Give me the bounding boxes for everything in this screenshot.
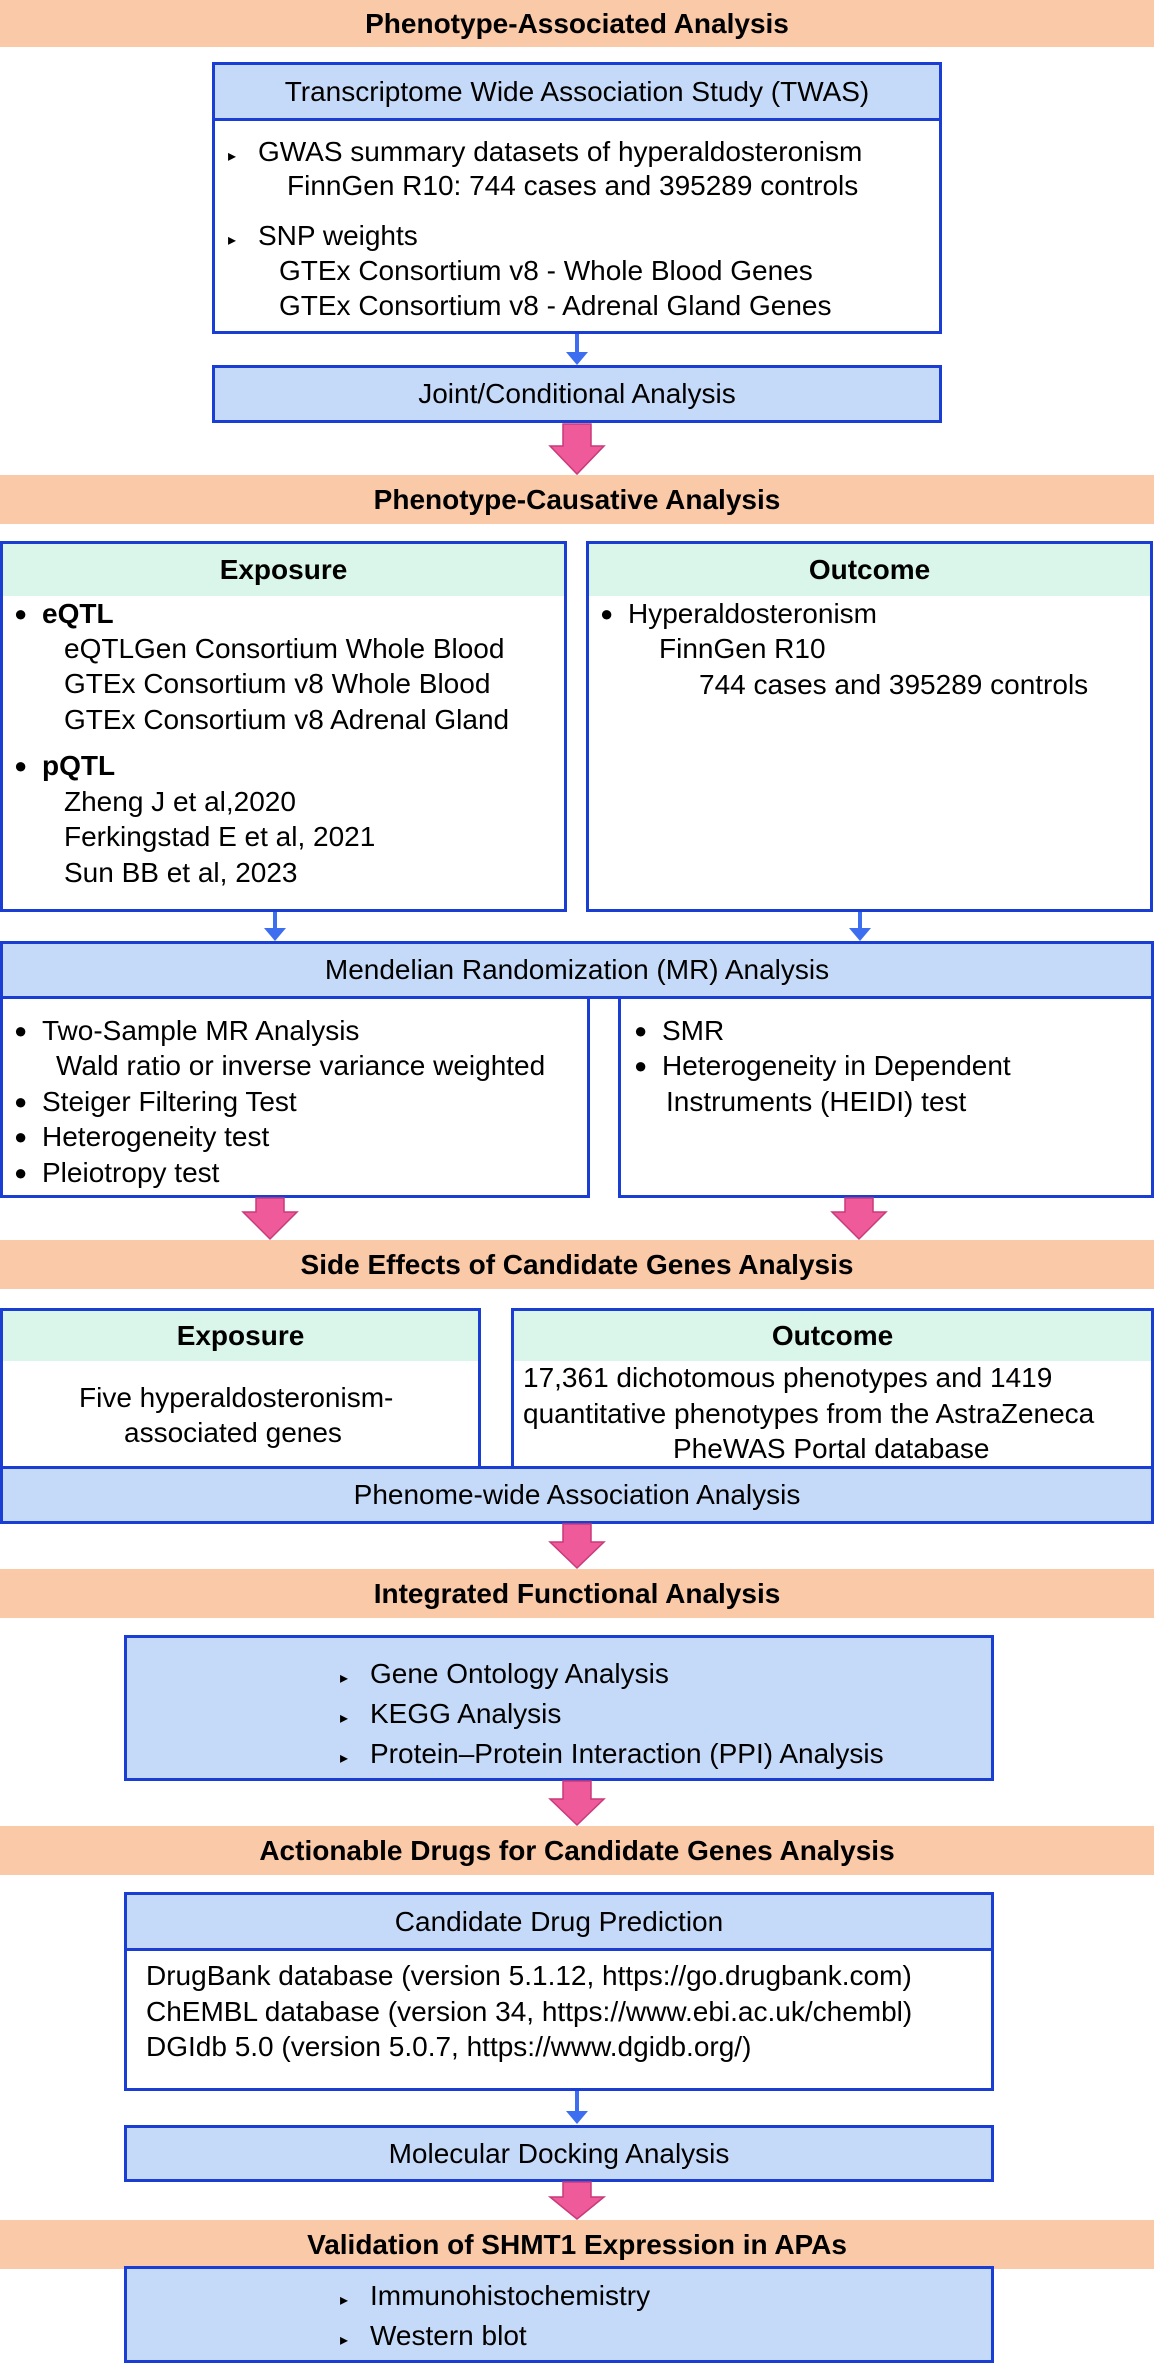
side-outcome-title: Outcome xyxy=(514,1311,1151,1361)
mr-left-bullet-1: ● xyxy=(14,1018,28,1043)
twas-bullet1: GWAS summary datasets of hyperaldosteron… xyxy=(258,136,863,167)
mr-left-item-2: Steiger Filtering Test xyxy=(42,1086,297,1117)
functional-item-1: Gene Ontology Analysis xyxy=(370,1658,669,1689)
validation-box xyxy=(124,2266,994,2363)
block-arrow-mr-right-to-side xyxy=(830,1197,888,1241)
mr-left-bullet-2: ● xyxy=(14,1089,28,1114)
side-outcome-box: Outcome xyxy=(511,1308,1154,1470)
mr-left-item-3: Heterogeneity test xyxy=(42,1121,270,1152)
mr-right-sub: Instruments (HEIDI) test xyxy=(666,1086,967,1117)
functional-item-2: KEGG Analysis xyxy=(370,1698,562,1729)
twas-box: Transcriptome Wide Association Study (TW… xyxy=(212,62,942,334)
eqtl-item-1: eQTLGen Consortium Whole Blood xyxy=(64,633,505,664)
drug-item-2: ChEMBL database (version 34, https://www… xyxy=(146,1996,913,2027)
twas-title: Transcriptome Wide Association Study (TW… xyxy=(215,65,939,121)
drug-item-3: DGIdb 5.0 (version 5.0.7, https://www.dg… xyxy=(146,2031,752,2062)
thin-arrow-exposure-to-mr xyxy=(264,912,286,941)
validation-marker-2: ▸ xyxy=(340,2332,349,2349)
mr-right-item-1: SMR xyxy=(662,1015,725,1046)
section-actionable-drugs: Actionable Drugs for Candidate Genes Ana… xyxy=(0,1826,1154,1875)
mr-right-bullet-2: ● xyxy=(634,1053,648,1078)
drug-item-1: DrugBank database (version 5.1.12, https… xyxy=(146,1960,912,1991)
side-outcome-text2: quantitative phenotypes from the AstraZe… xyxy=(523,1398,1095,1429)
pqtl-item-2: Ferkingstad E et al, 2021 xyxy=(64,821,376,852)
section-validation: Validation of SHMT1 Expression in APAs xyxy=(0,2220,1154,2269)
molecular-docking-box: Molecular Docking Analysis xyxy=(124,2125,994,2182)
block-arrow-phewas-to-functional xyxy=(548,1523,606,1570)
pqtl-label: pQTL xyxy=(42,750,116,781)
side-exposure-text1: Five hyperaldosteronism- xyxy=(79,1382,394,1413)
causative-outcome-box: Outcome xyxy=(586,541,1153,912)
twas-bullet1-sub: FinnGen R10: 744 cases and 395289 contro… xyxy=(287,170,859,201)
block-arrow-joint-to-causative xyxy=(548,423,606,476)
causative-exposure-title: Exposure xyxy=(3,544,564,596)
twas-bullet1-marker: ▸ xyxy=(228,148,237,165)
functional-marker-1: ▸ xyxy=(340,1670,349,1687)
side-outcome-text1: 17,361 dichotomous phenotypes and 1419 xyxy=(523,1362,1053,1393)
mr-left-bullet-4: ● xyxy=(14,1160,28,1185)
block-arrow-docking-to-validation xyxy=(547,2181,607,2220)
thin-arrow-drug-to-docking xyxy=(566,2091,588,2124)
mr-left-bullet-3: ● xyxy=(14,1124,28,1149)
mr-right-box xyxy=(618,996,1154,1198)
outcome-item: Hyperaldosteronism xyxy=(628,598,877,629)
twas-bullet2-marker: ▸ xyxy=(228,232,237,249)
mr-right-item-2: Heterogeneity in Dependent xyxy=(662,1050,1011,1081)
side-exposure-box: Exposure xyxy=(0,1308,481,1470)
mr-left-box xyxy=(0,996,590,1198)
thin-arrow-outcome-to-mr xyxy=(849,912,871,941)
mr-left-item-4: Pleiotropy test xyxy=(42,1157,220,1188)
block-arrow-functional-to-drugs xyxy=(548,1780,606,1827)
pqtl-bullet: ● xyxy=(14,753,28,778)
twas-bullet2-sub1: GTEx Consortium v8 - Whole Blood Genes xyxy=(279,255,813,286)
eqtl-item-3: GTEx Consortium v8 Adrenal Gland xyxy=(64,704,510,735)
eqtl-item-2: GTEx Consortium v8 Whole Blood xyxy=(64,668,491,699)
block-arrow-mr-left-to-side xyxy=(241,1197,299,1241)
mr-left-sub: Wald ratio or inverse variance weighted xyxy=(56,1050,546,1081)
thin-arrow-twas-to-joint xyxy=(566,334,588,365)
twas-bullet2-sub2: GTEx Consortium v8 - Adrenal Gland Genes xyxy=(279,290,832,321)
functional-box xyxy=(124,1635,994,1781)
functional-marker-3: ▸ xyxy=(340,1750,349,1767)
section-phenotype-causative: Phenotype-Causative Analysis xyxy=(0,475,1154,524)
drug-prediction-box: Candidate Drug Prediction xyxy=(124,1892,994,2091)
functional-item-3: Protein–Protein Interaction (PPI) Analys… xyxy=(370,1738,884,1769)
twas-bullet2: SNP weights xyxy=(258,220,418,251)
outcome-sub1: FinnGen R10 xyxy=(659,633,826,664)
eqtl-bullet: ● xyxy=(14,601,28,626)
section-side-effects: Side Effects of Candidate Genes Analysis xyxy=(0,1240,1154,1289)
side-outcome-text3: PheWAS Portal database xyxy=(673,1433,990,1464)
outcome-sub2: 744 cases and 395289 controls xyxy=(699,669,1089,700)
mr-left-item-1: Two-Sample MR Analysis xyxy=(42,1015,360,1046)
validation-item-1: Immunohistochemistry xyxy=(370,2280,651,2311)
eqtl-label: eQTL xyxy=(42,598,114,629)
drug-prediction-title: Candidate Drug Prediction xyxy=(127,1895,991,1951)
section-phenotype-associated: Phenotype-Associated Analysis xyxy=(0,0,1154,47)
joint-conditional-box: Joint/Conditional Analysis xyxy=(212,365,942,423)
side-exposure-text2: associated genes xyxy=(124,1417,342,1448)
causative-exposure-box: Exposure xyxy=(0,541,567,912)
outcome-bullet: ● xyxy=(600,601,614,626)
validation-item-2: Western blot xyxy=(370,2320,527,2351)
section-integrated-functional: Integrated Functional Analysis xyxy=(0,1569,1154,1618)
validation-marker-1: ▸ xyxy=(340,2292,349,2309)
side-exposure-title: Exposure xyxy=(3,1311,478,1361)
causative-outcome-title: Outcome xyxy=(589,544,1150,596)
functional-marker-2: ▸ xyxy=(340,1710,349,1727)
mr-right-bullet-1: ● xyxy=(634,1018,648,1043)
pqtl-item-3: Sun BB et al, 2023 xyxy=(64,857,298,888)
pqtl-item-1: Zheng J et al,2020 xyxy=(64,786,296,817)
phewas-box: Phenome-wide Association Analysis xyxy=(0,1466,1154,1524)
